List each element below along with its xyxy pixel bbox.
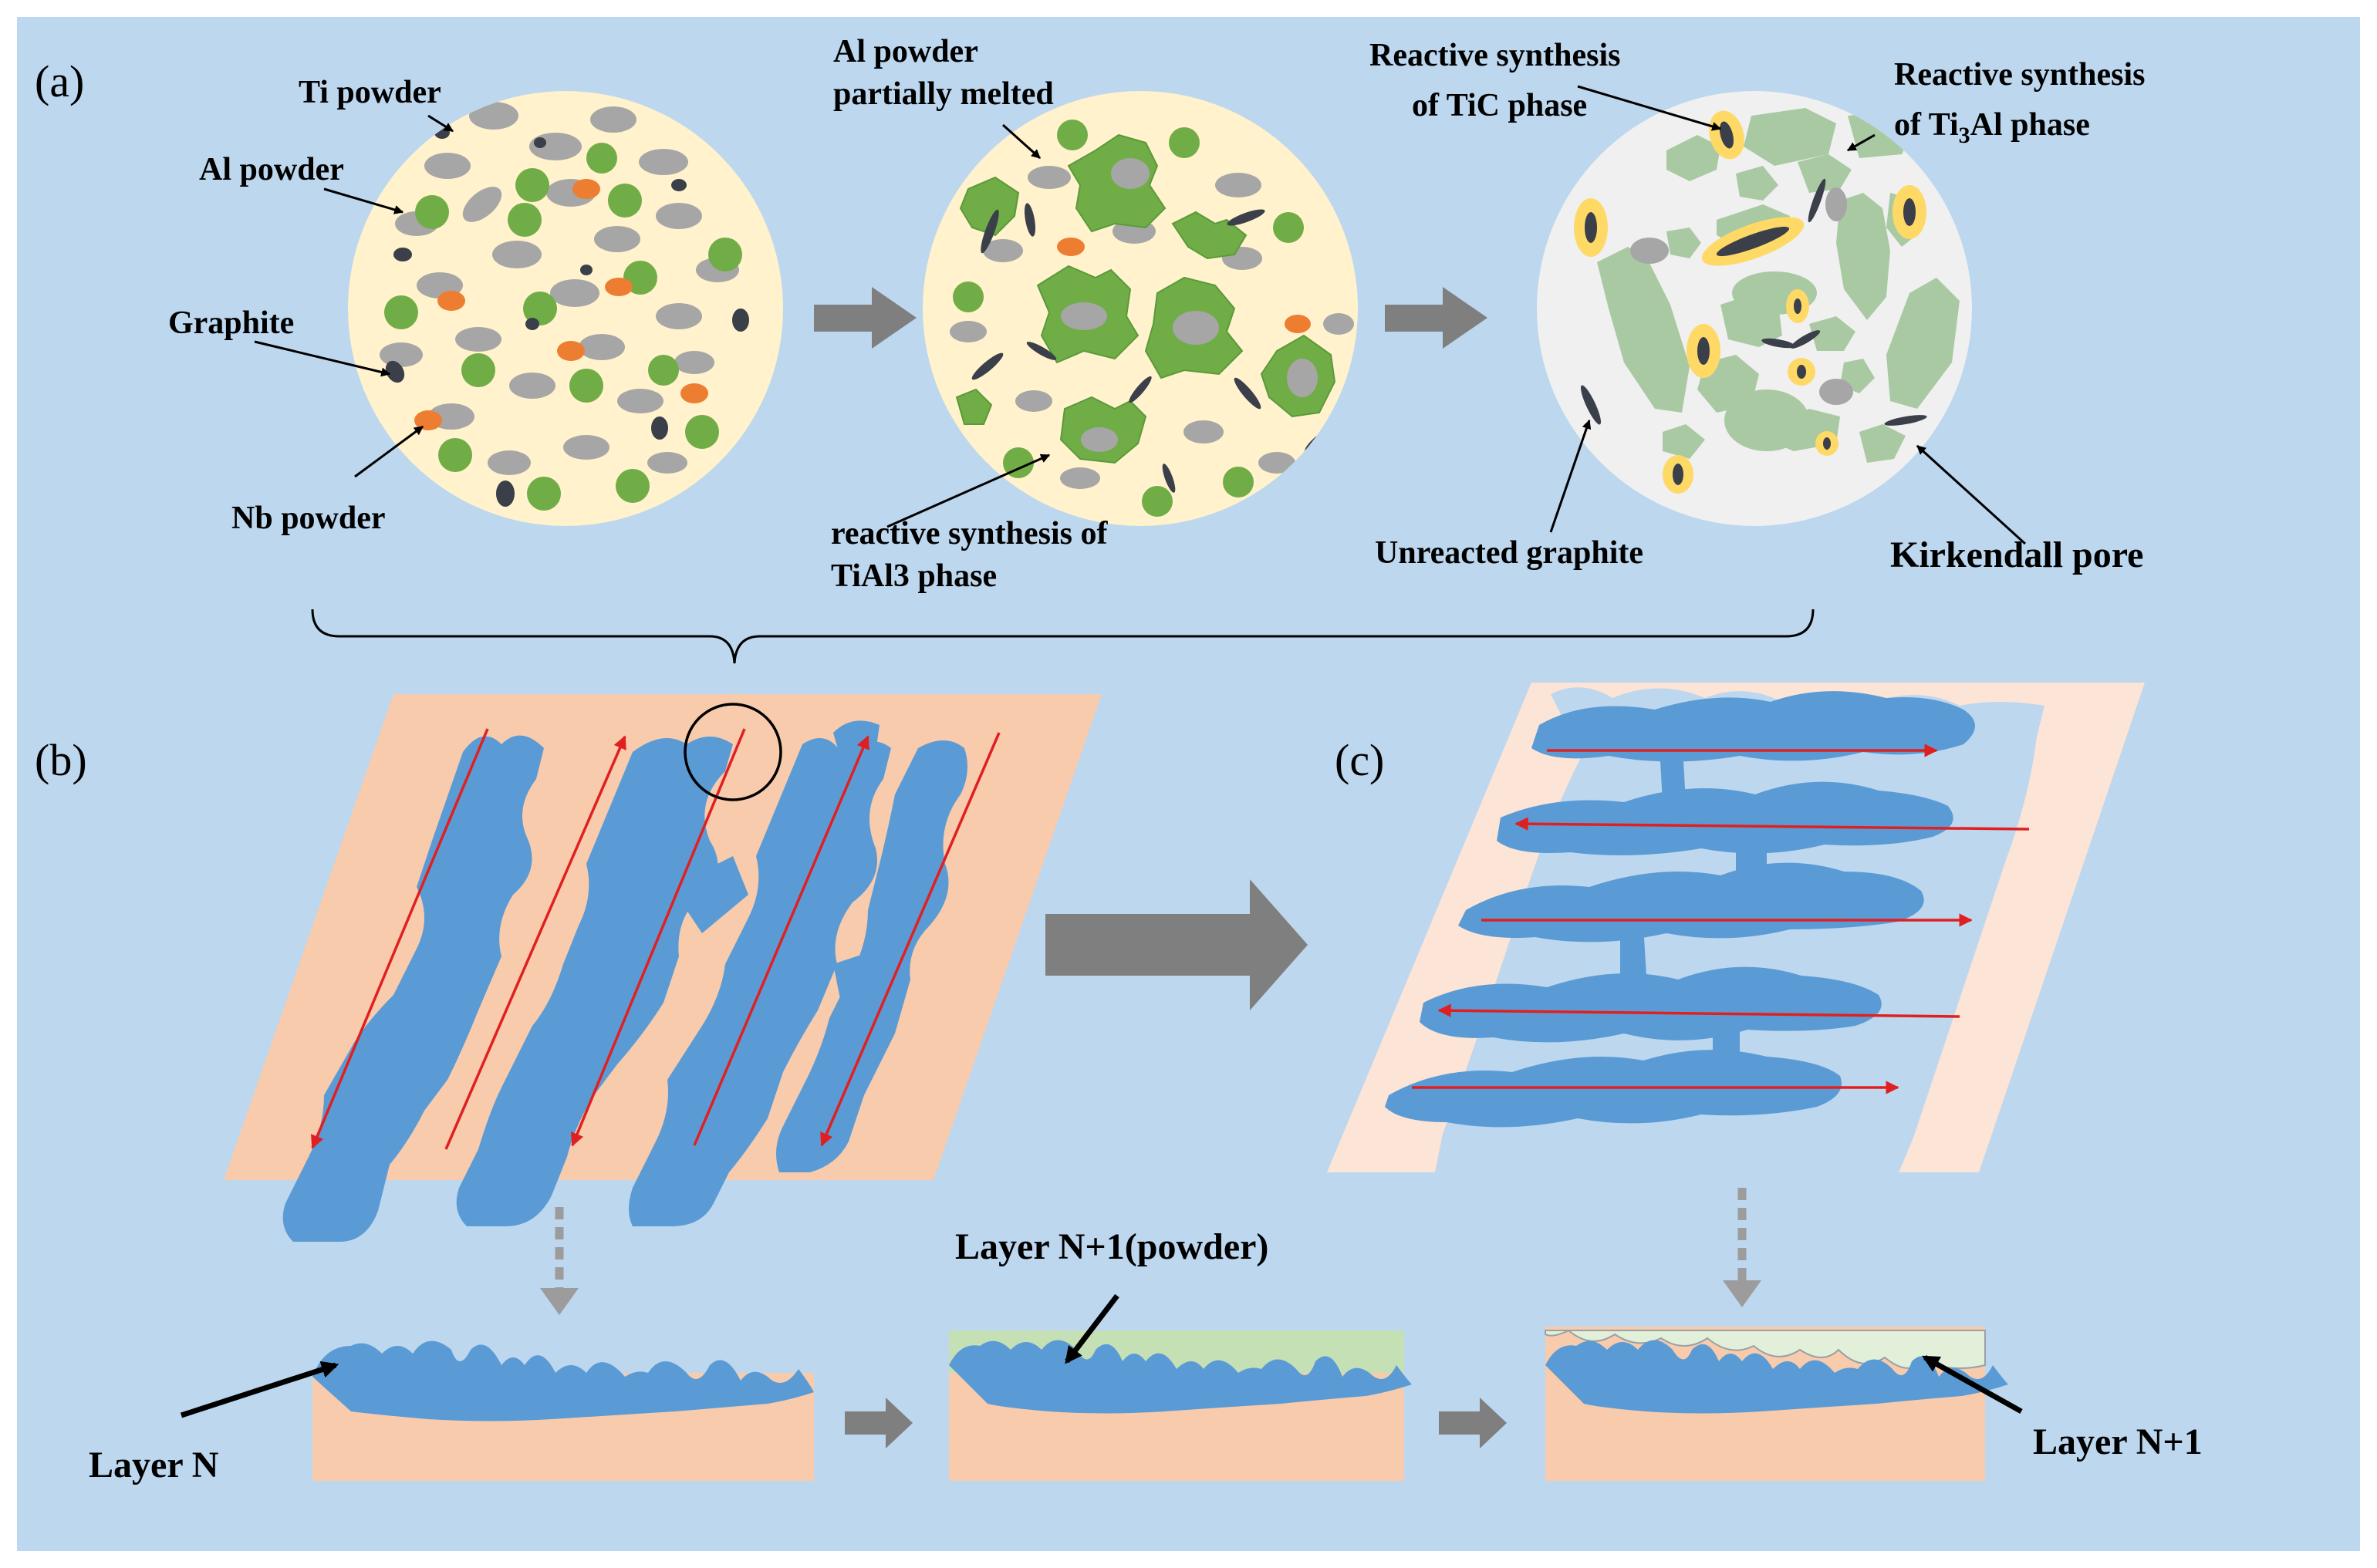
ti-particles-3 xyxy=(1630,187,1853,405)
zoom-circle xyxy=(684,703,782,801)
label-tial3-line2: TiAl3 phase xyxy=(831,558,997,594)
reacted-circle xyxy=(1537,91,1972,526)
panel-label-a: (a) xyxy=(35,56,84,106)
big-process-arrow xyxy=(1045,879,1308,1010)
powder-particles xyxy=(380,102,749,511)
process-arrow-1 xyxy=(814,287,917,349)
scan-panel-b xyxy=(224,694,1102,1242)
label-ti3al-line2: of Ti3Al phase xyxy=(1894,107,2090,148)
label-tial3-line1: reactive synthesis of xyxy=(831,516,1109,551)
layer-pointers xyxy=(180,1293,2023,1418)
scan-panel-c xyxy=(1327,683,2145,1230)
dashed-arrow-head-2 xyxy=(1723,1280,1761,1307)
nb-particles-2 xyxy=(1057,238,1311,333)
layer-arrow-2 xyxy=(1439,1398,1507,1448)
label-tic-line2: of TiC phase xyxy=(1412,88,1587,123)
label-kirkendall-pore: Kirkendall pore xyxy=(1890,534,2143,575)
unreacted-graphite-needles xyxy=(1580,178,1927,426)
label-layer-n1-powder: Layer N+1(powder) xyxy=(955,1226,1268,1267)
label-graphite: Graphite xyxy=(168,305,294,341)
label-al-melted-line1: Al powder xyxy=(833,34,978,69)
nb-particles xyxy=(414,179,708,430)
dashed-arrows xyxy=(555,1188,1747,1288)
al-particles-2 xyxy=(953,120,1304,517)
ti-cores xyxy=(1061,158,1318,452)
layer-n1-section xyxy=(1545,1327,2008,1481)
layer-n-section xyxy=(312,1340,814,1481)
process-arrow-2 xyxy=(1385,287,1487,349)
label-layer-n1: Layer N+1 xyxy=(2033,1421,2203,1462)
label-ti3al-line1: Reactive synthesis xyxy=(1894,57,2145,93)
melt-tracks-b xyxy=(282,720,967,1242)
graphite-needles xyxy=(971,203,1334,493)
label-tic-line1: Reactive synthesis xyxy=(1369,38,1620,73)
powder-mixture-circle xyxy=(348,91,783,526)
dashed-arrow-head-1 xyxy=(540,1288,579,1315)
layer-arrow-1 xyxy=(845,1398,913,1448)
annotation-pointers xyxy=(254,85,2027,545)
label-ti-powder: Ti powder xyxy=(299,75,441,110)
scan-vectors-c xyxy=(1412,744,2030,1094)
panel-label-c: (c) xyxy=(1335,735,1384,785)
graphite-particles xyxy=(385,126,749,507)
label-layer-n: Layer N xyxy=(89,1445,219,1485)
partial-melt-circle xyxy=(923,91,1358,526)
ti-particles xyxy=(380,102,739,475)
ti3al-phase-regions xyxy=(1597,108,1960,463)
panel-label-b: (b) xyxy=(35,735,87,785)
label-nb-powder: Nb powder xyxy=(231,501,386,536)
tic-phase-rims xyxy=(1574,110,1926,494)
grouping-brace xyxy=(311,609,1815,664)
scan-vectors-b xyxy=(311,728,1001,1150)
layer-powder-section xyxy=(949,1330,1412,1481)
label-unreacted-graphite: Unreacted graphite xyxy=(1375,535,1643,571)
label-al-powder: Al powder xyxy=(199,152,344,187)
label-al-melted-line2: partially melted xyxy=(833,76,1054,112)
